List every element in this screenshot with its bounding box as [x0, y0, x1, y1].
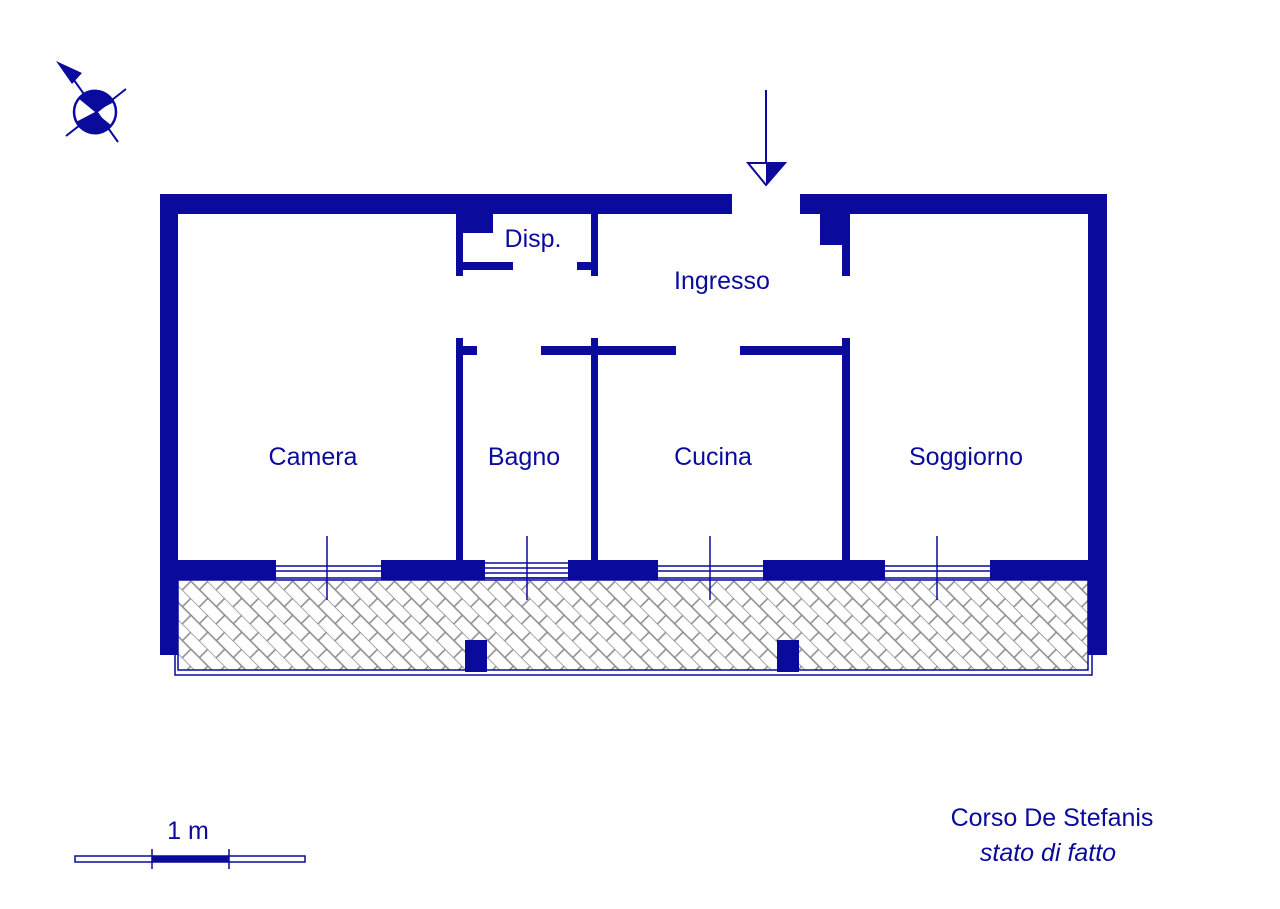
walls [160, 194, 1107, 655]
status-caption: stato di fatto [980, 839, 1116, 867]
room-label-bagno: Bagno [488, 443, 560, 471]
scale-bar [74, 849, 306, 869]
pillar [465, 640, 487, 672]
room-label-ingresso: Ingresso [674, 267, 770, 295]
windows [276, 536, 990, 600]
address-caption: Corso De Stefanis [951, 804, 1154, 832]
room-label-soggiorno: Soggiorno [909, 443, 1023, 471]
balcony [174, 577, 1093, 676]
room-label-cucina: Cucina [674, 443, 752, 471]
north-compass-icon [56, 61, 127, 143]
pillar [777, 640, 799, 672]
entrance-arrow-icon [745, 90, 788, 187]
room-label-disp: Disp. [505, 225, 562, 253]
room-label-camera: Camera [269, 443, 358, 471]
scale-label: 1 m [167, 817, 209, 845]
